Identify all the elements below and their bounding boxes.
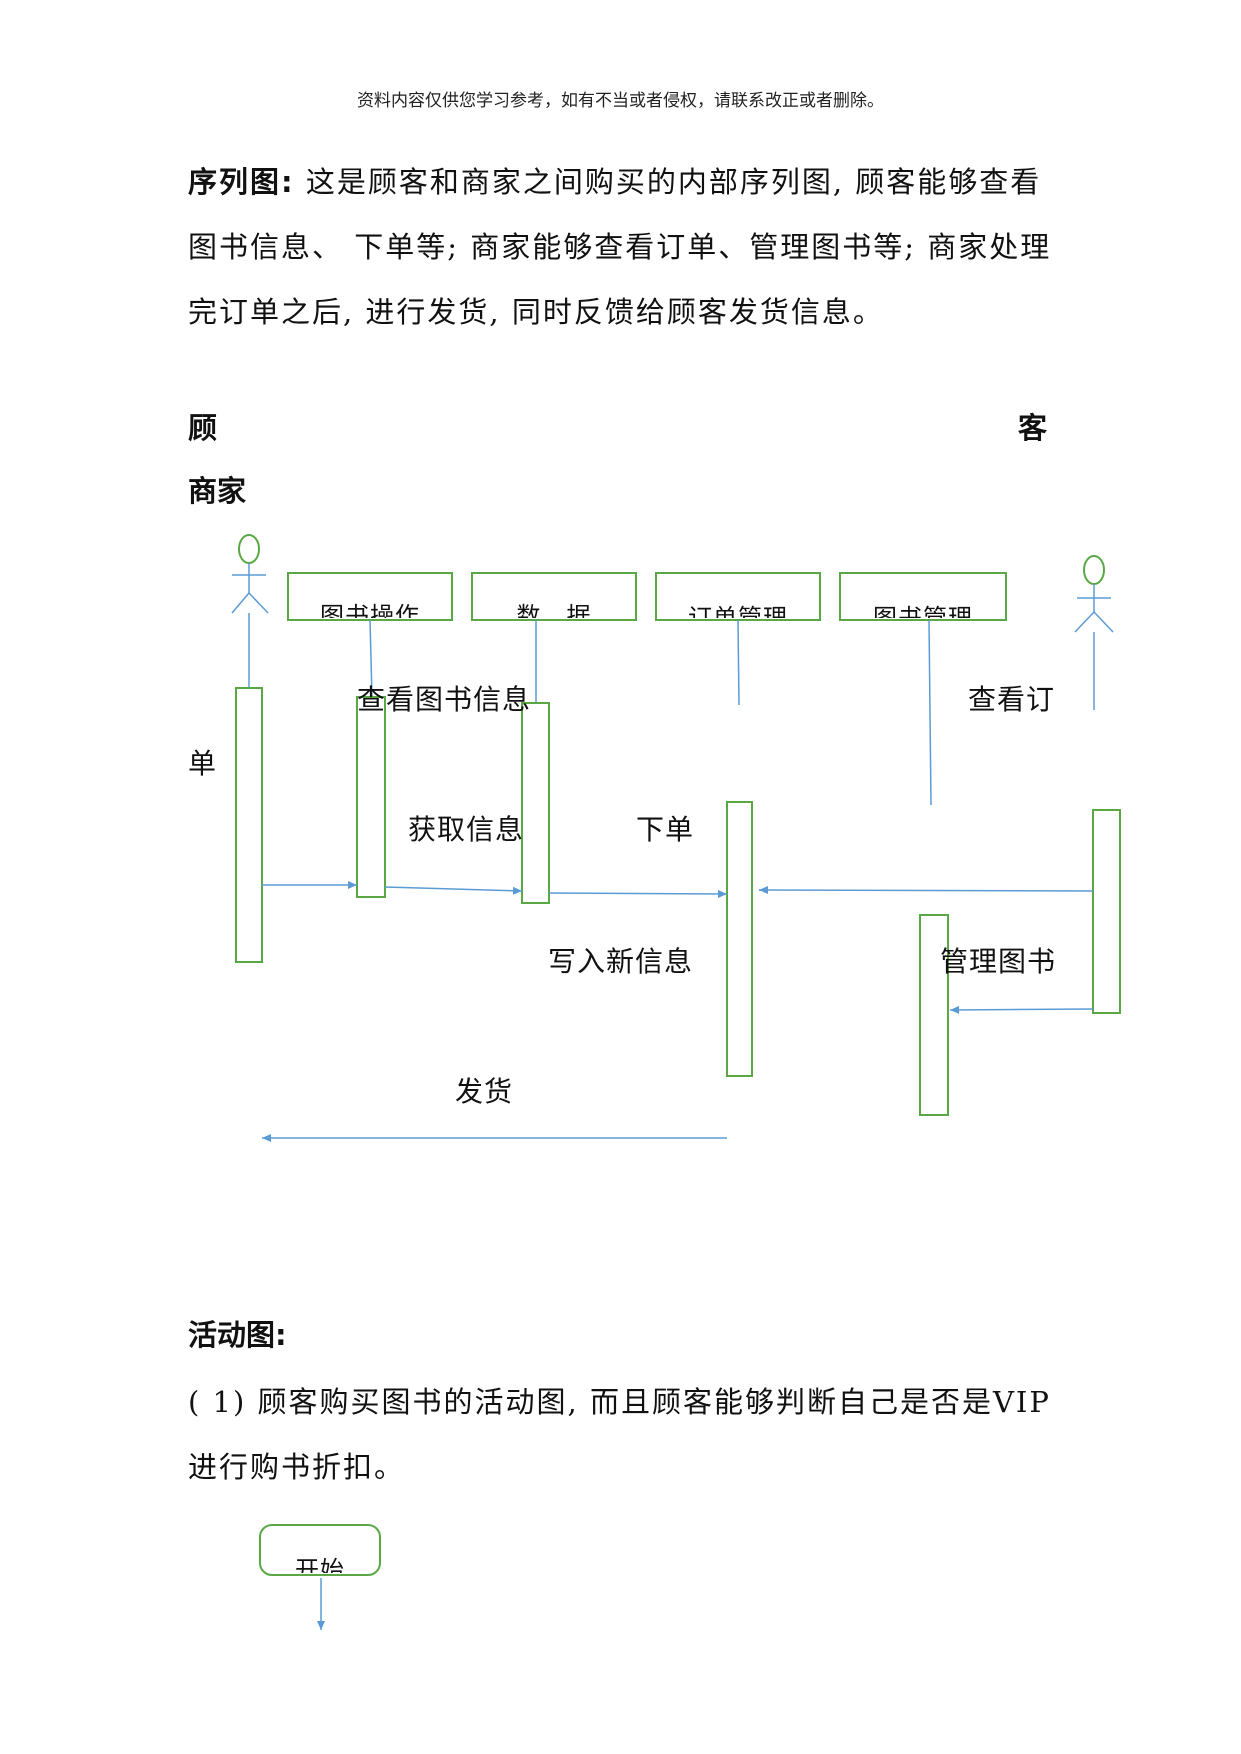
merchant-actor-body [1074, 584, 1114, 710]
activity-item-1: ( 1) 顾客购买图书的活动图, 而且顾客能够判断自己是否是VIP进行购书折扣。 [188, 1385, 1051, 1484]
msg-view-order-part1: 查看订 [968, 683, 1056, 716]
msg-manage-books: 管理图书 [940, 945, 1057, 978]
activation-book-mgmt [919, 914, 949, 1116]
activation-order-mgmt [726, 801, 753, 1077]
object-box-book-mgmt [839, 572, 1007, 621]
actor-heading-merchant: 商家 [188, 474, 247, 508]
msg-view-order-part2: 单 [188, 747, 218, 780]
object-label-order-mgmt-wrap: 订单管理 [658, 598, 818, 618]
lifeline-order-mgmt [737, 619, 740, 706]
object-label-book-ops-wrap: 图书操作 [290, 596, 450, 618]
activity-start-label-wrap: 开始 [262, 1550, 378, 1573]
object-box-data [471, 572, 637, 621]
sequence-intro-paragraph: 序列图: 这是顾客和商家之间购买的内部序列图, 顾客能够查看图书信息、 下单等;… [188, 150, 1068, 345]
sequence-description: 这是顾客和商家之间购买的内部序列图, 顾客能够查看图书信息、 下单等; 商家能够… [188, 165, 1052, 329]
arrow-manage-books [949, 1005, 1094, 1014]
merchant-actor-icon [1083, 555, 1105, 585]
activation-book-ops [356, 696, 386, 898]
object-label-order-mgmt: 订单管理 [688, 604, 788, 618]
arrow-place-order [548, 889, 728, 898]
object-label-data-wrap: 数 据 [474, 596, 634, 618]
arrow-get-info [384, 886, 523, 895]
object-label-data: 数 据 [516, 602, 592, 618]
activation-customer [235, 687, 263, 963]
actor-heading-part1: 顾 [188, 411, 218, 445]
msg-get-info: 获取信息 [408, 813, 525, 846]
msg-write-new-info: 写入新信息 [548, 945, 694, 978]
activity-heading: 活动图: [188, 1318, 287, 1352]
msg-ship: 发货 [455, 1075, 514, 1108]
activity-start-node [259, 1524, 381, 1576]
object-label-book-mgmt-wrap: 图书管理 [842, 598, 1004, 618]
arrow-view-orders [758, 886, 1094, 895]
activity-start-label: 开始 [295, 1556, 345, 1573]
customer-actor-body [231, 563, 269, 688]
customer-actor-icon [238, 534, 260, 564]
msg-view-book-info: 查看图书信息 [357, 683, 532, 716]
msg-place-order: 下单 [636, 813, 695, 846]
object-label-book-mgmt: 图书管理 [873, 604, 973, 618]
object-label-book-ops: 图书操作 [320, 602, 420, 618]
actor-heading-part2: 客 [1018, 411, 1048, 445]
activation-merchant [1092, 809, 1121, 1014]
disclaimer-notice: 资料内容仅供您学习参考，如有不当或者侵权，请联系改正或者删除。 [357, 91, 884, 111]
sequence-heading: 序列图: [188, 165, 295, 199]
lifeline-book-mgmt [928, 619, 932, 806]
lifeline-book-ops [369, 619, 373, 698]
activation-data [521, 702, 550, 904]
